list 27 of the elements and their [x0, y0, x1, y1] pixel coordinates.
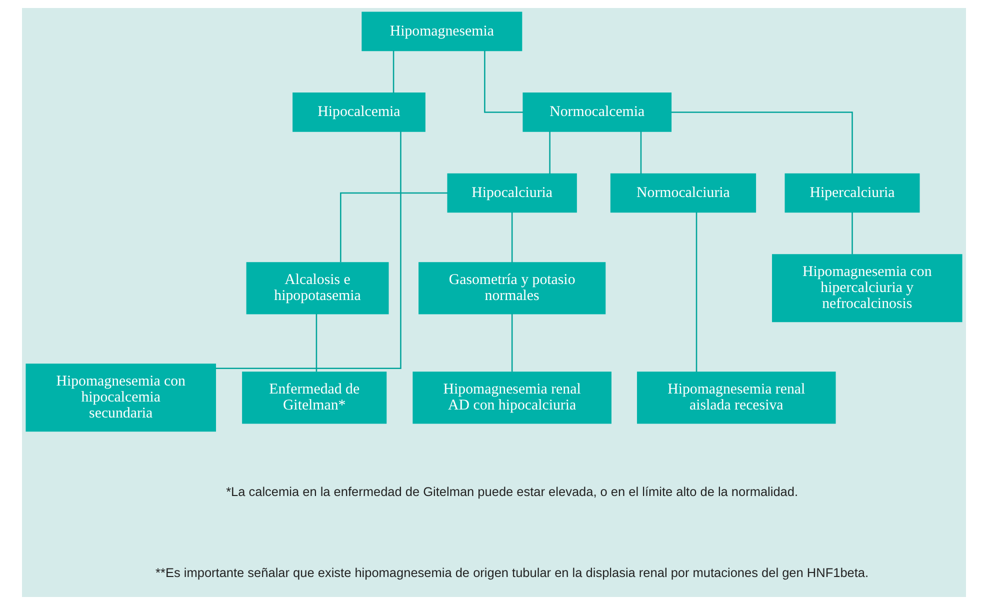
node-box: Hipocalciuria [446, 173, 576, 213]
connector [484, 50, 523, 113]
node-box: Normocalcemia [522, 92, 672, 132]
connector [695, 212, 697, 372]
node-box: Hipomagnesemia con hipercalciuria y nefrocalcinosis [772, 254, 962, 322]
label: *La calcemia en la enfermedad de Gitelman puede estar elevada, o en el límite alto de la normalidad. [226, 484, 798, 500]
node-box: Hipomagnesemia renal aislada recesiva [636, 372, 836, 424]
connector [851, 212, 852, 254]
node-box: Enfermedad de Gitelman* [242, 372, 386, 424]
node-box: Hipercalciuria [784, 173, 920, 213]
label: **Es importante señalar que existe hipomagnesemia de origen tubular en la displasia renal por mutaciones del gen HNF1beta. [155, 564, 868, 580]
connector [510, 314, 512, 372]
node-box: Hipomagnesemia renal AD con hipocalciuria [412, 372, 611, 424]
connector [548, 131, 550, 174]
connector [315, 314, 317, 372]
node-box: Hipocalcemia [292, 92, 425, 132]
connector [670, 112, 852, 174]
node-box: Normocalciuria [610, 173, 756, 213]
connector [640, 131, 642, 174]
connector [510, 212, 512, 262]
node-box: Gasometría y potasio normales [418, 262, 606, 314]
connector [215, 131, 401, 370]
node-box: Alcalosis e hipopotasemia [246, 262, 388, 314]
connector [392, 50, 394, 93]
node-box: Hipomagnesemia [361, 12, 522, 52]
connector [340, 192, 448, 262]
node-box: Hipomagnesemia con hipocalcemia secundaria [25, 364, 216, 432]
